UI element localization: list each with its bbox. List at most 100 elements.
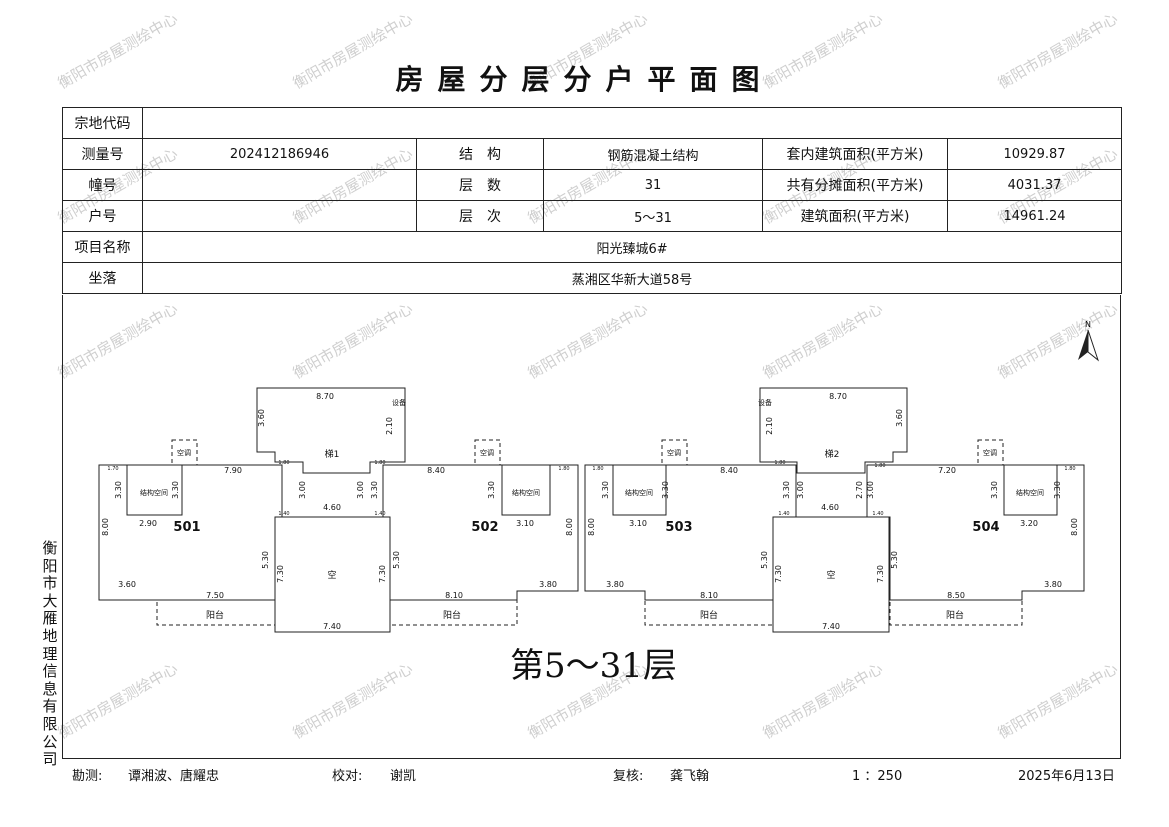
dim-label: 4.60 <box>821 503 839 512</box>
dim-label: 7.30 <box>876 565 885 583</box>
building-no-label: 幢号 <box>62 169 143 201</box>
unit-label-504: 504 <box>972 520 999 535</box>
project-label: 项目名称 <box>62 231 143 263</box>
location-value: 蒸湘区华新大道58号 <box>141 262 1123 294</box>
floor-label: 第5～31层 <box>510 646 677 686</box>
dim-label: 7.40 <box>822 622 840 631</box>
surveyor-value: 谭湘波、唐耀忠 <box>128 769 220 784</box>
balcony-501 <box>156 599 276 626</box>
struct-label-501: 结构空间 <box>140 488 168 497</box>
dim-label: 5.30 <box>760 551 769 569</box>
dim-label: 3.20 <box>1020 519 1038 528</box>
build-area-label: 建筑面积(平方米) <box>762 200 948 232</box>
dim-label: 3.00 <box>298 481 307 499</box>
ac-label-1: 空调 <box>177 448 191 457</box>
dim-label: 8.00 <box>101 518 110 536</box>
ac-platform-4 <box>977 439 1004 466</box>
unit-503-struct-space <box>612 464 667 516</box>
floor-range-value: 5～31 <box>543 200 763 232</box>
balcony-label-503: 阳台 <box>700 609 718 621</box>
balcony-label-501: 阳台 <box>206 609 224 621</box>
dim-label: 3.30 <box>601 481 610 499</box>
dim-label: 3.10 <box>629 519 647 528</box>
ac-label-3: 空调 <box>667 448 681 457</box>
stair-label-1: 梯1 <box>325 448 340 460</box>
dim-label: 7.40 <box>323 622 341 631</box>
dim-label: 7.30 <box>276 565 285 583</box>
dim-label: 8.00 <box>587 518 596 536</box>
dim-label: 1.80 <box>1064 466 1075 472</box>
ac-platform-3 <box>661 439 688 466</box>
unit-502-struct-space <box>501 464 551 516</box>
dim-label: 3.10 <box>516 519 534 528</box>
dim-label: 3.60 <box>118 580 136 589</box>
balcony-504 <box>889 599 1023 626</box>
dim-label: 8.40 <box>720 466 738 475</box>
dim-label: 8.10 <box>445 591 463 600</box>
ac-label-2: 空调 <box>480 448 494 457</box>
dim-label: 7.20 <box>938 466 956 475</box>
unit-504-struct-space <box>1003 464 1058 516</box>
dim-label: 1.80 <box>558 466 569 472</box>
dim-label: 1.40 <box>778 511 789 517</box>
dim-label: 8.70 <box>829 392 847 401</box>
dim-label: 2.90 <box>139 519 157 528</box>
dim-label: 1.80 <box>592 466 603 472</box>
north-label: N <box>1085 320 1091 329</box>
dim-label: 8.50 <box>947 591 965 600</box>
dim-label: 7.30 <box>774 565 783 583</box>
dim-label: 3.80 <box>1044 580 1062 589</box>
dim-label: 7.30 <box>378 565 387 583</box>
dim-label: 3.00 <box>796 481 805 499</box>
dim-label: 3.80 <box>539 580 557 589</box>
reviewer-value: 龚飞翰 <box>670 769 710 784</box>
dim-label: 3.30 <box>661 481 670 499</box>
dim-label: 2.10 <box>765 417 774 435</box>
reviewer-label: 复核: <box>613 769 644 784</box>
dim-label: 3.30 <box>990 481 999 499</box>
dim-label: 1.40 <box>278 511 289 517</box>
dim-label: 3.30 <box>370 481 379 499</box>
unit-label-502: 502 <box>471 520 498 535</box>
dim-label: 1.70 <box>107 466 118 472</box>
struct-label-502: 结构空间 <box>512 488 540 497</box>
balcony-label-502: 阳台 <box>443 609 461 621</box>
equipment-label-2: 设备 <box>758 398 772 407</box>
dim-label: 3.30 <box>782 481 791 499</box>
dim-label: 1.40 <box>374 511 385 517</box>
dim-label: 3.30 <box>114 481 123 499</box>
stair-2-outline <box>759 387 908 474</box>
dim-label: 2.70 <box>855 481 864 499</box>
dim-label: 5.30 <box>392 551 401 569</box>
ac-platform-1 <box>171 439 198 466</box>
date: 2025年6月13日 <box>1018 769 1115 784</box>
void-1 <box>274 516 391 633</box>
dim-label: 3.00 <box>356 481 365 499</box>
dim-label: 3.80 <box>606 580 624 589</box>
dim-label: 7.90 <box>224 466 242 475</box>
build-area-value: 14961.24 <box>946 200 1123 232</box>
dim-label: 8.40 <box>427 466 445 475</box>
dim-label: 8.00 <box>1070 518 1079 536</box>
dim-label: 5.30 <box>890 551 899 569</box>
dim-label: 8.10 <box>700 591 718 600</box>
north-arrow-icon <box>1078 329 1100 362</box>
unit-501-struct-space <box>126 464 183 516</box>
dim-label: 1.40 <box>872 511 883 517</box>
dim-label: 3.30 <box>171 481 180 499</box>
struct-label-504: 结构空间 <box>1016 488 1044 497</box>
proofreader-label: 校对: <box>332 769 363 784</box>
surveyor-label: 勘测: <box>72 769 103 784</box>
equipment-label-1: 设备 <box>392 398 406 407</box>
ac-label-4: 空调 <box>983 448 997 457</box>
balcony-label-504: 阳台 <box>946 609 964 621</box>
dim-label: 8.00 <box>565 518 574 536</box>
void-label-2: 空 <box>826 569 835 581</box>
void-2 <box>772 516 890 633</box>
dim-label: 3.60 <box>895 409 904 427</box>
company-name-vertical: 衡阳市大雁地理信息有限公司 <box>42 539 58 769</box>
dim-label: 4.60 <box>323 503 341 512</box>
unit-label-503: 503 <box>665 520 692 535</box>
dim-label: 3.00 <box>866 481 875 499</box>
